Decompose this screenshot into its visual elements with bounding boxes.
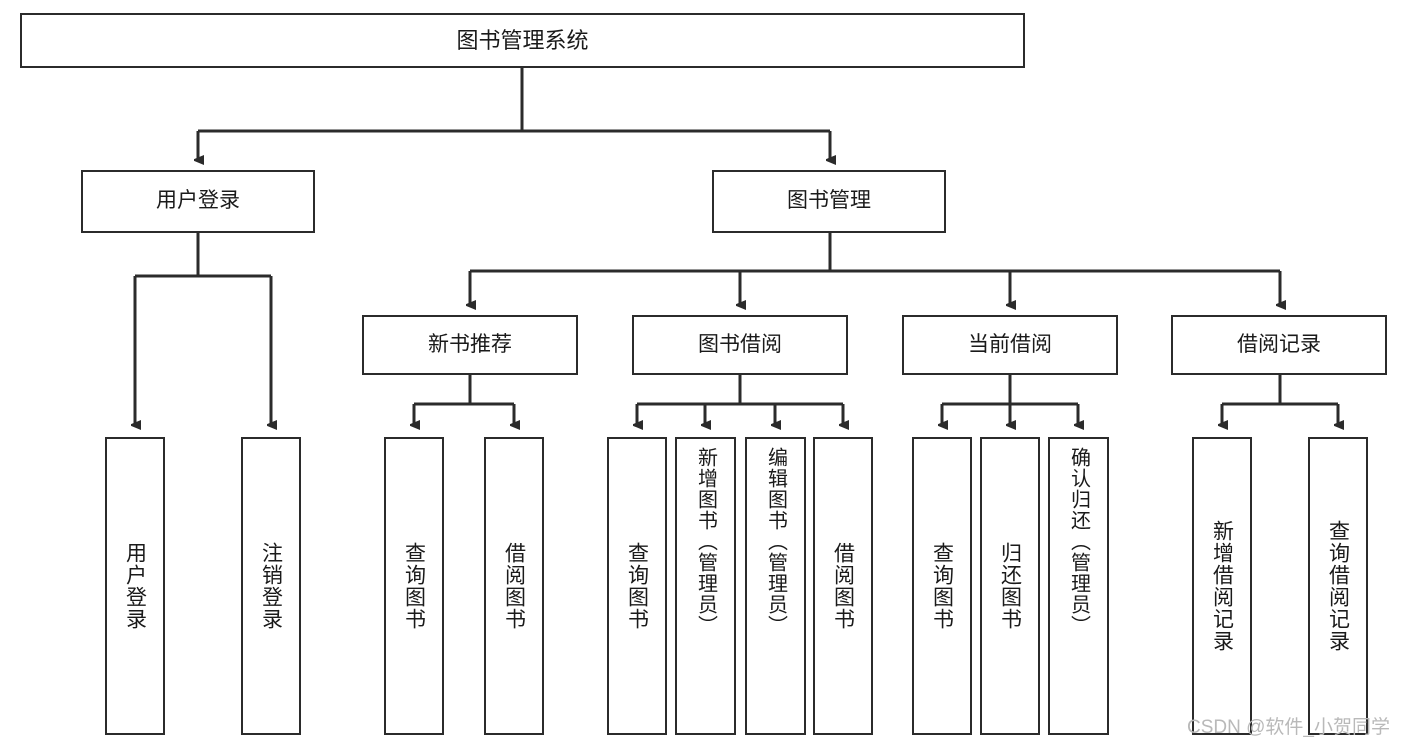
node-label: 图书借阅 [698, 332, 782, 356]
node-label: 查询图书 [625, 542, 649, 630]
node-label: 查询图书 [930, 542, 954, 630]
node-label: 新增图书（管理员） [694, 447, 717, 636]
node-leaf-borrow-book-2[interactable]: 借阅图书 [813, 437, 873, 735]
node-leaf-edit-book[interactable]: 编辑图书（管理员） [745, 437, 806, 735]
node-label: 用户登录 [156, 189, 240, 213]
csdn-watermark: CSDN @软件_小贺同学 [1187, 717, 1390, 738]
node-label: 借阅图书 [831, 542, 855, 630]
node-label: 确认归还（管理员） [1067, 447, 1090, 636]
node-leaf-logout-login[interactable]: 注销登录 [241, 437, 301, 735]
node-book-borrow[interactable]: 图书借阅 [632, 315, 848, 375]
node-new-book-recommend[interactable]: 新书推荐 [362, 315, 578, 375]
node-current-borrow[interactable]: 当前借阅 [902, 315, 1118, 375]
node-label: 用户登录 [123, 542, 147, 630]
node-label: 新增借阅记录 [1210, 520, 1234, 652]
node-leaf-return-book[interactable]: 归还图书 [980, 437, 1040, 735]
node-label: 查询借阅记录 [1326, 520, 1350, 652]
node-leaf-query-book-1[interactable]: 查询图书 [384, 437, 444, 735]
node-label: 借阅记录 [1237, 332, 1321, 356]
node-user-login[interactable]: 用户登录 [81, 170, 315, 233]
node-label: 新书推荐 [428, 332, 512, 356]
node-leaf-query-borrow-record[interactable]: 查询借阅记录 [1308, 437, 1368, 735]
node-label: 图书管理 [787, 189, 871, 213]
node-leaf-borrow-book-1[interactable]: 借阅图书 [484, 437, 544, 735]
node-label: 归还图书 [998, 542, 1022, 630]
node-leaf-add-book[interactable]: 新增图书（管理员） [675, 437, 736, 735]
node-label: 借阅图书 [502, 542, 526, 630]
node-leaf-add-borrow-record[interactable]: 新增借阅记录 [1192, 437, 1252, 735]
node-root-library-system[interactable]: 图书管理系统 [20, 13, 1025, 68]
node-label: 图书管理系统 [456, 27, 589, 53]
node-leaf-query-book-3[interactable]: 查询图书 [912, 437, 972, 735]
node-label: 查询图书 [402, 542, 426, 630]
node-label: 注销登录 [259, 542, 283, 630]
node-borrow-record[interactable]: 借阅记录 [1171, 315, 1387, 375]
node-label: 当前借阅 [968, 332, 1052, 356]
node-label: 编辑图书（管理员） [764, 447, 787, 636]
node-book-management[interactable]: 图书管理 [712, 170, 946, 233]
node-leaf-query-book-2[interactable]: 查询图书 [607, 437, 667, 735]
node-leaf-user-login[interactable]: 用户登录 [105, 437, 165, 735]
node-leaf-confirm-return[interactable]: 确认归还（管理员） [1048, 437, 1109, 735]
